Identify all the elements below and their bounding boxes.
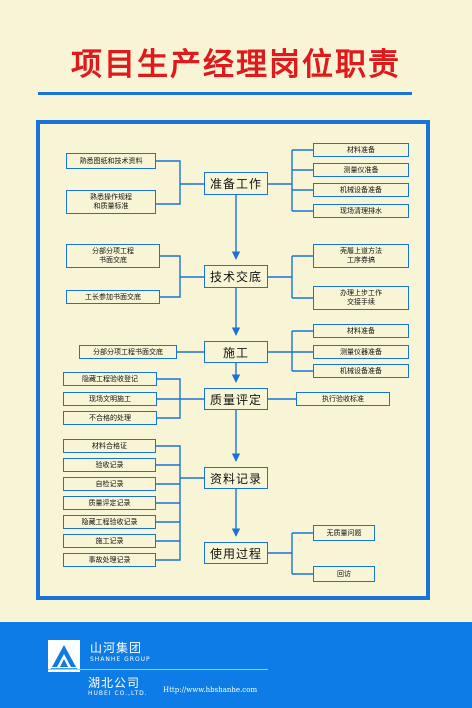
prep-right-item: 机械设备准备 [313,183,409,197]
usage-right-item: 无质量问题 [313,525,375,541]
construction-left-item: 分部分项工程书面交底 [79,345,177,359]
construction-right-item: 测量仪器准备 [313,345,409,359]
construction-right-item: 机械设备准备 [313,364,409,378]
stage-usage: 使用过程 [204,542,268,564]
prep-left-item: 熟悉操作规程 和质量标准 [66,190,156,214]
quality-left-item: 不合格的处理 [63,411,157,425]
mountain-logo-icon [48,640,80,672]
records-item: 自检记录 [63,477,156,491]
records-item: 质量评定记录 [63,496,156,510]
branch-name-cn: 湖北公司 [88,676,141,690]
tech-right-item: 办理上步工作 交接手续 [313,286,409,310]
prep-right-item: 现场清理排水 [313,204,409,218]
branch-name-en: HUBEI CO.,LTD. [88,690,148,697]
company-logo [48,640,80,672]
prep-right-item: 材料准备 [313,143,409,157]
tech-left-item: 分部分项工程 书面交底 [66,244,160,268]
records-item: 施工记录 [63,534,156,548]
website-url: Http://www.hbshanhe.com [163,686,258,694]
quality-left-item: 现场文明施工 [63,392,157,406]
records-item: 隐藏工程验收记录 [63,515,156,529]
tech-left-item: 工长参加书面交底 [66,290,160,304]
footer-divider [48,669,268,670]
page-title: 项目生产经理岗位职责 [71,47,401,83]
prep-left-item: 熟悉图纸和技术资料 [66,153,156,169]
stage-construction: 施工 [204,341,268,363]
quality-left-item: 隐藏工程验收登记 [63,372,157,386]
chart-frame [36,120,430,600]
prep-right-item: 测量仪准备 [313,163,409,177]
quality-right-item: 执行验收标准 [296,392,390,406]
usage-right-item: 回访 [313,566,375,582]
construction-right-item: 材料准备 [313,324,409,338]
title-underline [38,92,412,95]
group-name-cn: 山河集团 [90,641,143,655]
tech-right-item: 壳履上道方法 工序券搞 [313,244,409,268]
records-item: 事故处理记录 [63,553,156,567]
records-item: 验收记录 [63,458,156,472]
records-item: 材料合格证 [63,439,156,453]
stage-records: 资料记录 [204,467,268,489]
stage-quality-assessment: 质量评定 [204,388,268,410]
stage-tech-briefing: 技术交底 [204,265,268,288]
group-name-en: SHANHE GROUP [90,656,151,663]
stage-prep: 准备工作 [204,172,268,195]
